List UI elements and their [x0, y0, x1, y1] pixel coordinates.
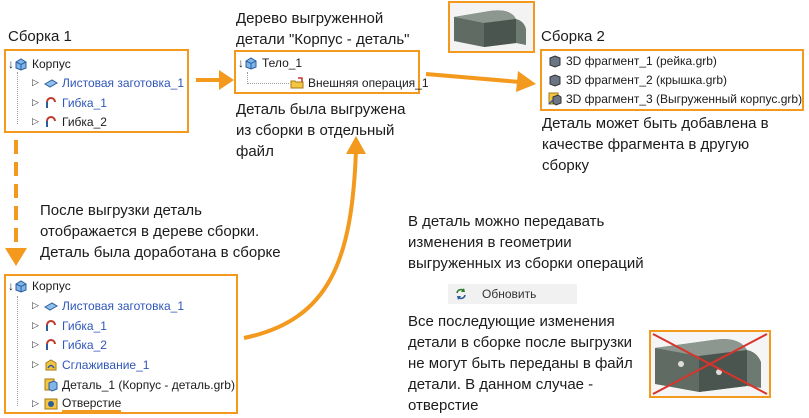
expand-arrow-icon: ↓ — [238, 56, 244, 70]
tree-item[interactable]: 3D фрагмент_2 (крышка.grb) — [548, 70, 727, 90]
tree-item[interactable]: ▷ Гибка_2 — [32, 338, 107, 352]
hole-icon — [44, 397, 58, 411]
assembly-1-tree: ↓ Корпус ▷ Листовая заготовка_1 ▷ Гибка_… — [4, 49, 189, 133]
part-thumbnail — [448, 1, 535, 53]
exported-note: Деталь была выгружена из сборки в отдель… — [236, 101, 406, 160]
bend-icon — [44, 96, 58, 110]
transfer-note: В деталь можно передавать изменения в ге… — [408, 213, 644, 272]
body-cube-icon — [244, 56, 258, 70]
expand-triangle-icon: ▷ — [32, 116, 39, 126]
external-operation-icon — [290, 76, 304, 90]
expand-triangle-icon: ▷ — [32, 300, 39, 310]
assembly-2-tree: 3D фрагмент_1 (рейка.grb) 3D фрагмент_2 … — [540, 49, 804, 111]
tree-item[interactable]: ▷ Гибка_2 — [32, 115, 107, 129]
tree-root[interactable]: ↓ Корпус — [8, 279, 71, 293]
assembly-1-label: Сборка 1 — [8, 28, 72, 45]
expand-triangle-icon: ▷ — [32, 320, 39, 330]
bend-icon — [44, 338, 58, 352]
arrow-add-fragment — [425, 72, 521, 84]
tree-item[interactable]: ▷ Листовая заготовка_1 — [32, 299, 185, 313]
expand-arrow-icon: ↓ — [8, 279, 14, 293]
arrow-curve-up — [243, 149, 358, 340]
crossed-part-thumbnail — [649, 330, 771, 398]
exported-part-tree: ↓ Тело_1 Внешняя операция_1 — [234, 50, 429, 94]
expand-triangle-icon: ▷ — [32, 398, 39, 408]
tree-item[interactable]: ▷ Гибка_1 — [32, 96, 107, 110]
tree-item[interactable]: ▷ Сглаживание_1 — [32, 358, 150, 372]
sheet-blank-icon — [44, 299, 58, 313]
sheet-blank-icon — [44, 76, 58, 90]
expand-triangle-icon: ▷ — [32, 359, 39, 369]
body-cube-icon — [14, 279, 28, 293]
expand-triangle-icon: ▷ — [32, 77, 39, 87]
tree-root[interactable]: ↓ Тело_1 — [238, 56, 303, 70]
after-export-note: После выгрузки деталь отображается в дер… — [40, 202, 281, 261]
tree-item[interactable]: Внешняя операция_1 — [290, 73, 429, 93]
tree-item[interactable]: ▷ Гибка_1 — [32, 319, 107, 333]
tree-item[interactable]: Деталь_1 (Корпус - деталь.grb) — [44, 375, 235, 395]
linked-fragment-icon — [548, 92, 562, 106]
fragment-icon — [548, 73, 562, 87]
bend-icon — [44, 319, 58, 333]
part-tree-title: Дерево выгруженной детали "Корпус - дета… — [236, 10, 410, 48]
later-changes-note: Все последующие изменения детали в сборк… — [408, 313, 633, 414]
update-button[interactable]: Обновить — [448, 284, 577, 304]
update-button-label: Обновить — [482, 287, 537, 301]
assembly-2-label: Сборка 2 — [541, 28, 605, 45]
smoothing-icon — [44, 358, 58, 372]
fragment-note: Деталь может быть добавлена в качестве ф… — [542, 115, 769, 174]
tree-item[interactable]: 3D фрагмент_1 (рейка.grb) — [548, 51, 717, 71]
tree-item[interactable]: 3D фрагмент_3 (Выгруженный корпус.grb) — [548, 89, 802, 109]
body-cube-icon — [14, 57, 28, 71]
tree-root[interactable]: ↓ Корпус — [8, 57, 71, 71]
tree-item[interactable]: ▷ Листовая заготовка_1 — [32, 76, 185, 90]
linked-part-icon — [44, 378, 58, 392]
tree-item-hole[interactable]: ▷ Отверстие — [32, 396, 122, 412]
expand-triangle-icon: ▷ — [32, 97, 39, 107]
bend-icon — [44, 115, 58, 129]
expand-arrow-icon: ↓ — [8, 57, 14, 71]
assembly-1-tree-updated: ↓ Корпус ▷ Листовая заготовка_1 ▷ Гибка_… — [4, 274, 238, 414]
fragment-icon — [548, 54, 562, 68]
refresh-icon — [454, 287, 468, 301]
expand-triangle-icon: ▷ — [32, 339, 39, 349]
